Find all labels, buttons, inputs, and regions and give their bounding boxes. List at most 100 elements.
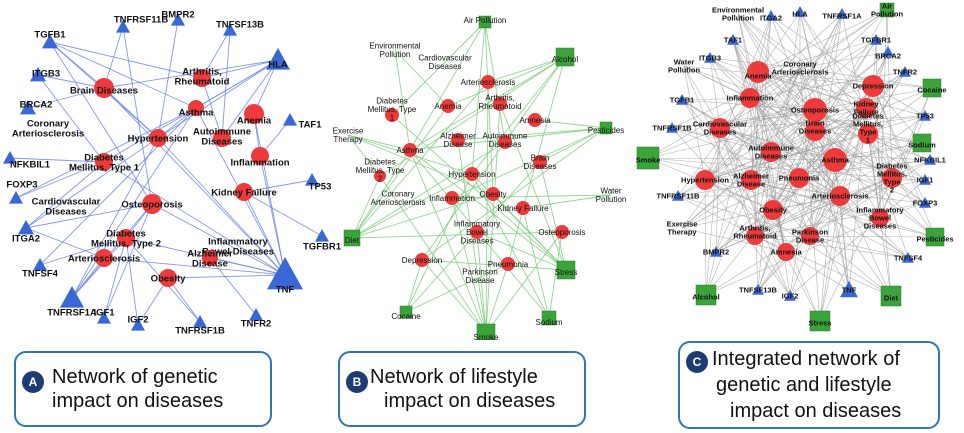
edge [484,21,494,195]
edge [839,195,850,291]
disease-node-icon [385,108,399,122]
node-taf1: TAF1 [283,113,322,130]
edge [704,179,892,297]
edge [485,103,501,334]
node-kidneyfailure: Kidney Failure [497,201,549,215]
node-label: Arteriosclerosis [461,78,516,87]
disease-node-icon [803,98,827,122]
disease-node-icon [882,168,902,188]
gene-node-icon [42,34,58,49]
node-arthritis: Arthritis,Rheumatoid [175,66,230,87]
edge [754,151,772,237]
edge [754,235,936,238]
caption-box-c: C Integrated network of genetic and life… [678,341,940,429]
edge [471,173,550,319]
caption-box-b: B Network of lifestyle impact on disease… [338,351,586,427]
gene-node-icon [9,191,23,204]
disease-node-icon [555,225,569,239]
node-label: Diet [345,236,360,245]
edge [201,29,231,79]
node-label: Inflammation [727,94,774,103]
edge [867,133,936,238]
edge [421,127,607,261]
edge [451,197,487,334]
edge [750,179,881,219]
edge [872,85,926,204]
disease-node-icon [747,61,769,83]
gene-node-icon [97,311,111,324]
edge [705,71,759,296]
node-tnfr2: TNFR2 [241,308,271,329]
edge [421,56,566,261]
caption-b-line-2: impact on diseases [384,390,556,412]
node-label: Diet [884,294,899,303]
gene-node-icon [666,122,678,133]
node-label: ITGB3 [32,68,60,79]
node-label: Amnesia [770,248,802,257]
node-label: ITGB3 [699,54,721,63]
disease-node-icon [830,186,850,206]
edge [770,151,931,161]
node-label: Osteoporosis [121,199,182,210]
node-label: Arteriosclerosis [68,253,140,264]
disease-node-icon [801,227,819,245]
node-inflammation: Inflammation [429,191,475,205]
edge [71,203,153,299]
lifestyle-node-icon [399,305,413,319]
edge [719,127,756,237]
node-label: Depression [853,82,894,91]
edge [704,179,774,211]
disease-node-icon [856,98,876,118]
gene-node-icon [836,8,848,19]
disease-node-icon [710,118,730,138]
node-stress: Stress [809,310,831,332]
node-label: Inflammation [429,194,475,203]
edge [719,127,791,297]
edge [757,71,926,117]
gene-node-icon [710,246,722,257]
edges-b [347,21,612,334]
disease-node-icon [805,121,825,141]
edge [157,137,286,276]
edge [785,133,869,253]
node-label: Smoke [474,333,499,340]
node-tp53: TP53 [305,173,331,192]
node-label: Hypertension [448,170,495,179]
lifestyle-node-icon [555,47,575,67]
disease-node-icon [251,147,269,165]
edge [709,57,893,179]
node-tgfb1: TGFB1 [670,94,695,105]
edge [749,97,787,253]
disease-node-icon [465,167,479,181]
node-itga2: ITGA2 [760,10,782,23]
node-label: Arteriosclerosis [811,192,868,201]
node-label: TGFB1 [670,96,695,105]
edge [757,39,877,73]
edge [757,71,933,89]
edge [221,59,279,139]
edge [754,235,791,297]
badge-a: A [22,371,44,393]
edge [405,263,509,313]
edge [681,195,841,229]
edge [379,175,487,334]
lifestyle-node-icon [343,229,361,247]
node-arthritis: Arthritis,Rheumatoid [478,94,521,112]
edge [789,130,816,297]
lifestyle-node-icon [879,2,895,18]
node-hla: HLA [792,6,808,19]
edge [749,15,772,99]
